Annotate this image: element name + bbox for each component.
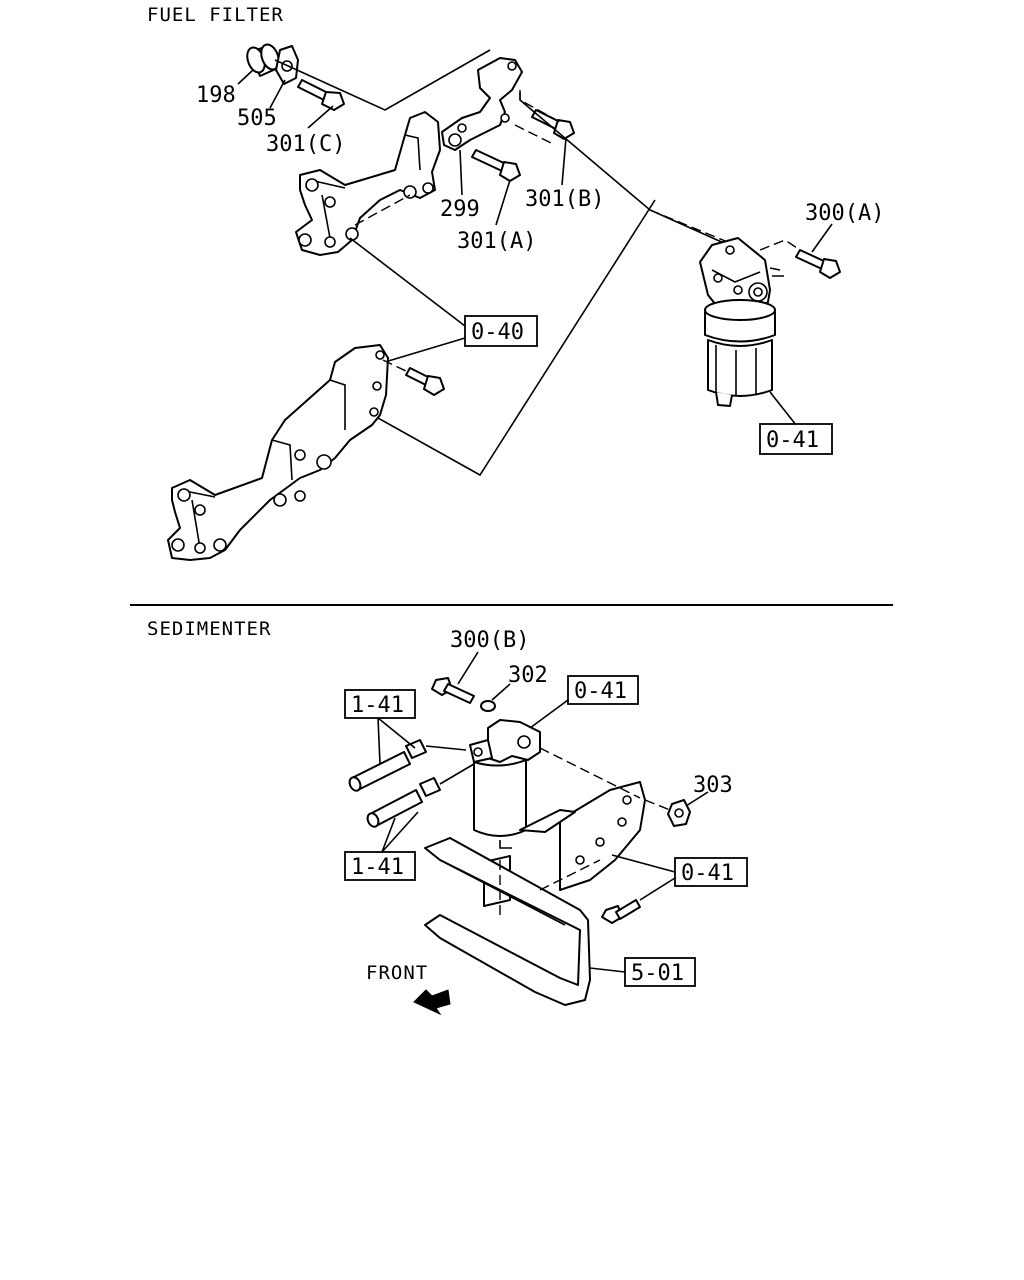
bolt-part-300a [795, 249, 841, 279]
bolt-part-300b [431, 677, 475, 704]
front-arrow-icon [413, 989, 451, 1016]
bolt-part-301c [297, 79, 345, 111]
label-301a: 301(A) [457, 229, 536, 254]
label-302: 302 [508, 663, 548, 688]
hose-lower [366, 763, 475, 828]
label-505: 505 [237, 106, 277, 131]
label-198: 198 [196, 83, 236, 108]
washer-part-302 [480, 700, 496, 712]
ref-box-5-01 [624, 957, 696, 987]
label-301b: 301(B) [525, 187, 604, 212]
ref-label-1-41-top: 1-41 [351, 693, 404, 718]
ref-box-0-41-top [567, 675, 639, 705]
fuel-filter-assembly [699, 237, 784, 407]
ref-box-1-41-bottom [344, 851, 416, 881]
label-front: FRONT [366, 962, 428, 984]
bolt-part-301a [471, 149, 521, 182]
ref-label-0-41-top: 0-41 [574, 679, 627, 704]
fuel-filter-section: FUEL FILTER [147, 4, 884, 561]
ref-label-0-41-fuel: 0-41 [766, 428, 819, 453]
sedimenter-assembly [469, 719, 541, 849]
label-300a: 300(A) [805, 201, 884, 226]
hose-upper [348, 739, 467, 792]
ref-box-0-40 [464, 315, 538, 347]
ref-box-0-41-fuel [759, 423, 833, 455]
ref-box-1-41-top [344, 689, 416, 719]
label-303: 303 [693, 773, 733, 798]
sedimenter-title: SEDIMENTER [147, 618, 271, 640]
filter-head-bracket [441, 57, 523, 151]
bolt-part-301b [531, 109, 575, 140]
chassis-frame [424, 837, 591, 1006]
bolt-frame [601, 899, 641, 924]
ref-label-0-41-right: 0-41 [681, 861, 734, 886]
label-300b: 300(B) [450, 628, 529, 653]
nut-part-303 [667, 799, 691, 827]
label-301c: 301(C) [266, 132, 345, 157]
ref-box-0-41-right [674, 857, 748, 887]
ref-label-1-41-bottom: 1-41 [351, 855, 404, 880]
upper-engine-bracket [295, 111, 441, 256]
lower-engine-bracket [167, 344, 389, 561]
label-299: 299 [440, 197, 480, 222]
bolt-lower-bracket [405, 367, 445, 396]
fuel-filter-title: FUEL FILTER [147, 4, 284, 26]
ref-label-5-01: 5-01 [631, 961, 684, 986]
ref-label-0-40: 0-40 [471, 320, 524, 345]
sedimenter-section: SEDIMENTER [147, 618, 748, 1016]
